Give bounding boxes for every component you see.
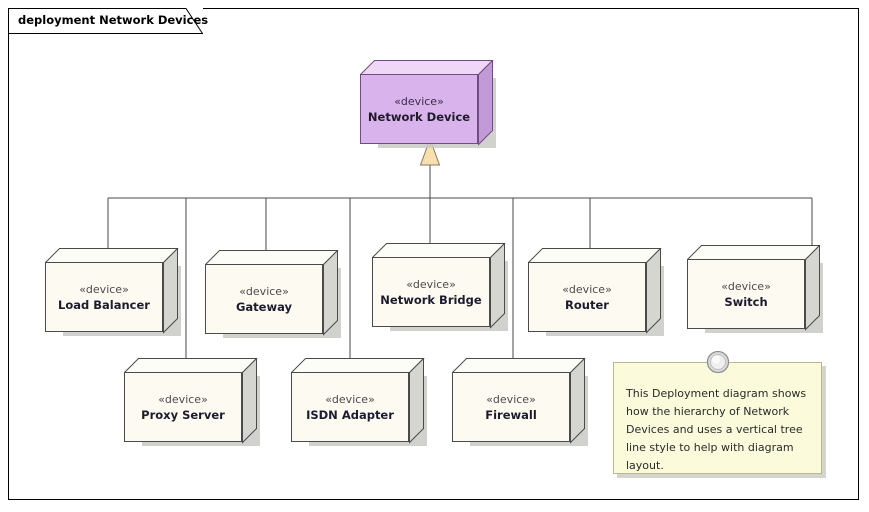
node-name: Proxy Server — [141, 407, 225, 422]
node-proxy-server[interactable]: «device»Proxy Server — [124, 358, 261, 447]
node-top-face — [687, 245, 821, 260]
node-gateway[interactable]: «device»Gateway — [205, 250, 342, 339]
node-side-face — [478, 60, 493, 146]
node-side-face — [323, 250, 338, 336]
node-side-face — [646, 248, 661, 334]
title-tab-shape — [8, 8, 203, 34]
node-front-face: «device»Network Device — [360, 74, 478, 144]
node-load-balancer[interactable]: «device»Load Balancer — [45, 248, 182, 337]
node-side-face — [163, 248, 178, 334]
node-3d-faces — [124, 358, 258, 444]
node-3d-faces — [205, 250, 339, 336]
node-front-face: «device»Load Balancer — [45, 262, 163, 332]
node-firewall[interactable]: «device»Firewall — [452, 358, 589, 447]
node-3d-faces — [452, 358, 586, 444]
node-stereotype: «device» — [562, 282, 612, 296]
node-side-face — [490, 243, 505, 329]
node-front-face: «device»Router — [528, 262, 646, 332]
node-network-bridge[interactable]: «device»Network Bridge — [372, 243, 509, 332]
node-stereotype: «device» — [406, 277, 456, 291]
node-top-face — [124, 358, 258, 373]
node-front-face: «device»Proxy Server — [124, 372, 242, 442]
node-name: Load Balancer — [58, 297, 150, 312]
note-body: This Deployment diagram shows how the hi… — [613, 362, 822, 474]
node-stereotype: «device» — [239, 284, 289, 298]
node-side-face — [805, 245, 820, 331]
node-stereotype: «device» — [325, 392, 375, 406]
node-front-face: «device»Gateway — [205, 264, 323, 334]
node-front-face: «device»Switch — [687, 259, 805, 329]
node-3d-faces — [45, 248, 179, 334]
node-side-face — [242, 358, 257, 444]
node-isdn-adapter[interactable]: «device»ISDN Adapter — [291, 358, 428, 447]
node-top-face — [372, 243, 506, 258]
node-top-face — [360, 60, 494, 75]
node-side-face — [570, 358, 585, 444]
node-name: Firewall — [485, 407, 537, 422]
node-front-face: «device»Firewall — [452, 372, 570, 442]
node-3d-faces — [372, 243, 506, 329]
note-text: This Deployment diagram shows how the hi… — [626, 387, 807, 472]
diagram-title-tab[interactable]: deployment Network Devices — [8, 8, 208, 34]
node-name: ISDN Adapter — [306, 407, 394, 422]
node-side-face — [409, 358, 424, 444]
node-front-face: «device»Network Bridge — [372, 257, 490, 327]
node-top-face — [528, 248, 662, 263]
node-stereotype: «device» — [158, 392, 208, 406]
node-top-face — [205, 250, 339, 265]
node-stereotype: «device» — [721, 279, 771, 293]
node-name: Switch — [724, 294, 768, 309]
node-stereotype: «device» — [486, 392, 536, 406]
node-network-device[interactable]: «device»Network Device — [360, 60, 497, 149]
node-front-face: «device»ISDN Adapter — [291, 372, 409, 442]
diagram-title-label: deployment Network Devices — [18, 13, 209, 27]
node-name: Router — [565, 297, 609, 312]
node-name: Network Bridge — [380, 292, 482, 307]
node-switch[interactable]: «device»Switch — [687, 245, 824, 334]
node-top-face — [45, 248, 179, 263]
node-stereotype: «device» — [394, 94, 444, 108]
node-stereotype: «device» — [79, 282, 129, 296]
node-name: Network Device — [367, 109, 471, 124]
diagram-frame — [8, 8, 859, 500]
pin-circle-icon — [706, 350, 730, 374]
node-top-face — [291, 358, 425, 373]
node-3d-faces — [528, 248, 662, 334]
node-router[interactable]: «device»Router — [528, 248, 665, 337]
node-name: Gateway — [235, 299, 293, 314]
node-3d-faces — [291, 358, 425, 444]
node-top-face — [452, 358, 586, 373]
